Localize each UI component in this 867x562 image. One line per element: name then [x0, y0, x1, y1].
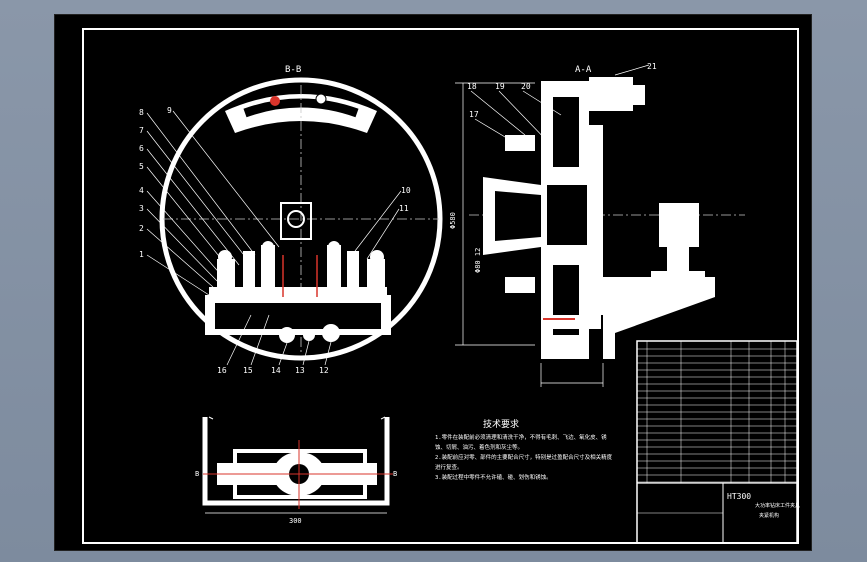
drawing-number: HT300: [727, 492, 751, 501]
tech-requirements: 技术要求 1.零件在装配前必须清理和清洗干净，不得有毛刺、飞边、氧化皮、锈 蚀、…: [435, 418, 613, 481]
tech-requirements-title: 技术要求: [483, 418, 519, 430]
tech-line: 2.装配前应对零、部件的主要配合尺寸，特别是过盈配合尺寸及相关精度: [435, 453, 613, 461]
drawing-canvas: B-B: [82, 28, 800, 544]
leader-label: 6: [139, 144, 144, 153]
leader-label: 1: [139, 250, 144, 259]
leader-label: 8: [139, 108, 144, 117]
dimension-label: 300: [289, 517, 302, 525]
leader-label: 21: [647, 62, 657, 71]
section-aa-label: A-A: [575, 65, 592, 75]
leader-label: 19: [495, 82, 505, 91]
leader-label: 13: [295, 366, 305, 375]
section-mark: B: [393, 470, 397, 478]
inner-frame: [82, 28, 799, 544]
leader-label: 14: [271, 366, 281, 375]
tech-line: 蚀、切屑、油污、着色剂和灰尘等。: [435, 443, 523, 451]
leader-label: 7: [139, 126, 144, 135]
section-aa-view: A-A Φ580 Φ80 12: [449, 62, 745, 387]
leader-label: 15: [243, 366, 253, 375]
bottom-plan-view: B B 300: [195, 416, 397, 525]
leader-label: 2: [139, 224, 144, 233]
leader-label: 11: [399, 204, 409, 213]
leader-label: 9: [167, 106, 172, 115]
dimension-label: Φ580: [449, 212, 457, 229]
section-bb-view: B-B: [139, 65, 443, 375]
section-bb-label: B-B: [285, 65, 301, 75]
leader-label: 5: [139, 162, 144, 171]
leader-label: 10: [401, 186, 411, 195]
leader-label: 20: [521, 82, 531, 91]
leader-label: 16: [217, 366, 227, 375]
leader-label: 3: [139, 204, 144, 213]
section-mark: B: [195, 470, 199, 478]
drawing-sheet: B-B: [54, 14, 812, 551]
drawing-title: 大功率钻床工件夹具: [755, 502, 800, 509]
part-name: 夹紧机构: [759, 512, 779, 519]
tech-line: 3.装配过程中零件不允许磕、碰、划伤和锈蚀。: [435, 473, 552, 481]
leader-label: 17: [469, 110, 479, 119]
leader-label: 12: [319, 366, 329, 375]
title-block: HT300 大功率钻床工件夹具 夹紧机构: [636, 340, 800, 544]
tech-line: 进行复查。: [435, 463, 463, 471]
tech-line: 1.零件在装配前必须清理和清洗干净，不得有毛刺、飞边、氧化皮、锈: [435, 433, 607, 441]
leader-label: 18: [467, 82, 477, 91]
leader-label: 4: [139, 186, 144, 195]
dimension-label: Φ80 12: [474, 248, 482, 273]
